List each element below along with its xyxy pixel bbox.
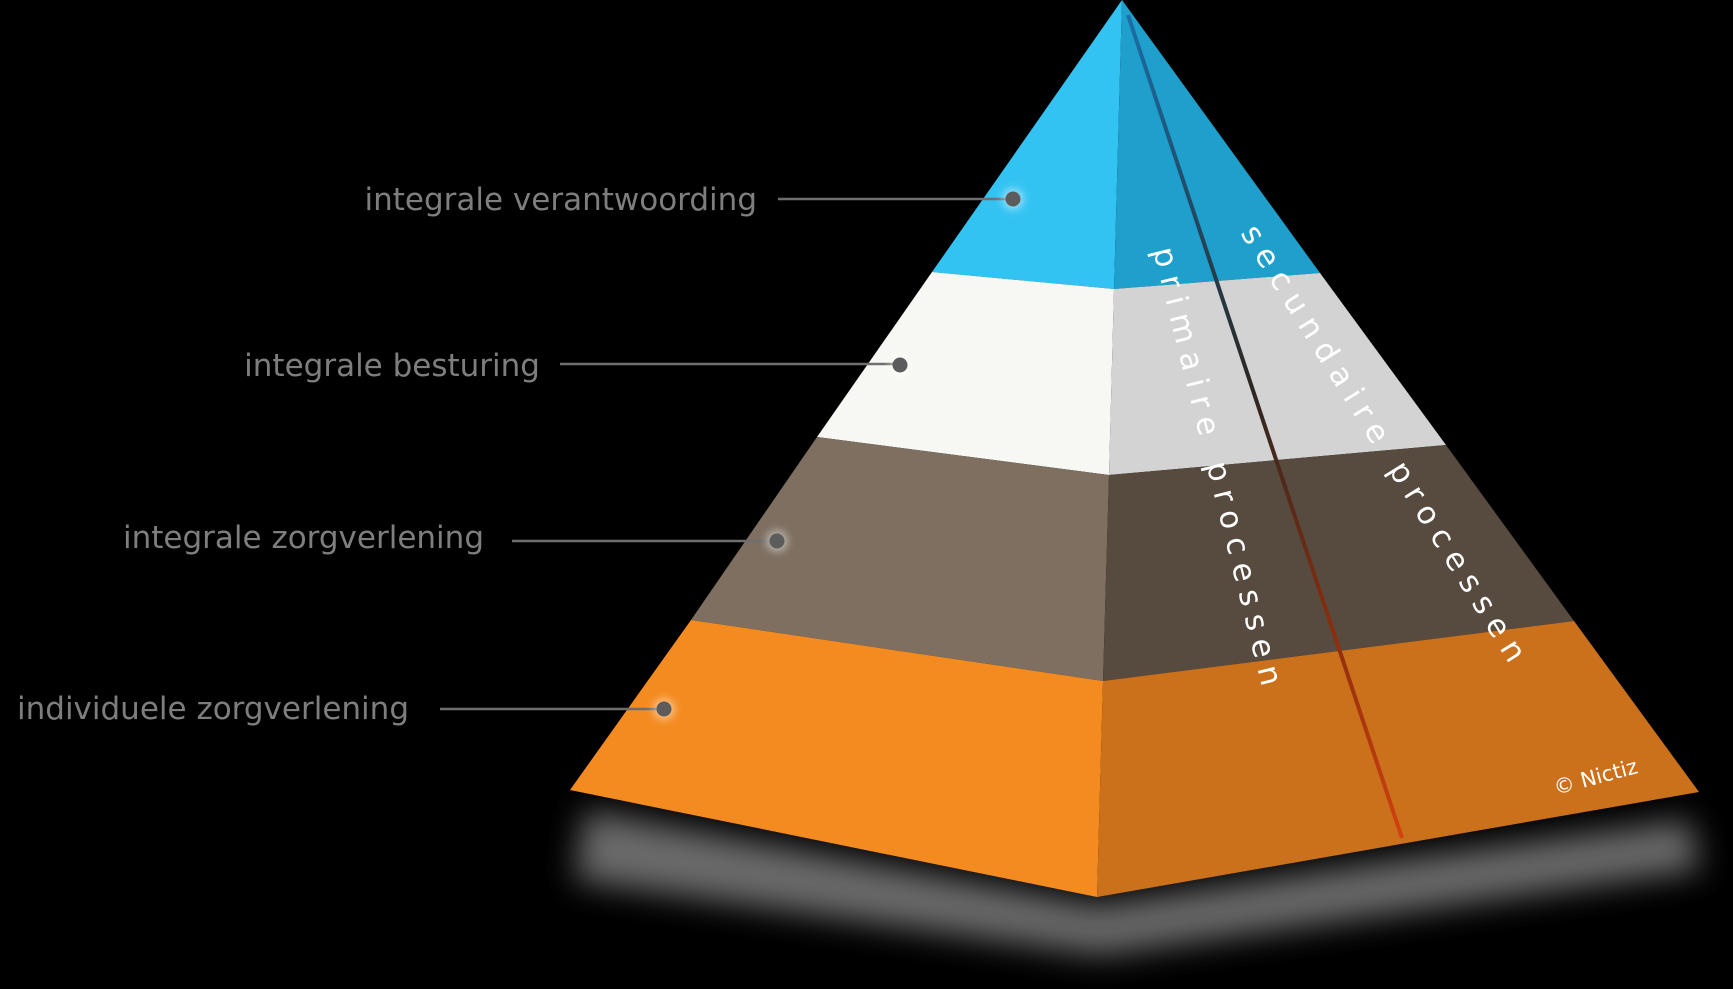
- tier-individueel-side: [1097, 621, 1699, 897]
- leader-dot-zorgverlening: [769, 533, 785, 549]
- tier-zorgverlening-front: [691, 437, 1109, 681]
- leader-dot-verantwoording: [1005, 191, 1021, 207]
- tier-besturing-side: [1109, 273, 1446, 475]
- pyramid-shadow: [575, 810, 1700, 955]
- tier-individueel-front: [570, 620, 1103, 897]
- leader-dot-individueel: [656, 701, 672, 717]
- tier-zorgverlening-side: [1103, 445, 1574, 681]
- leader-dot-besturing: [892, 357, 908, 373]
- tier-top-front: [932, 0, 1122, 289]
- label-integrale-verantwoording: integrale verantwoording: [364, 182, 757, 218]
- label-individuele-zorgverlening: individuele zorgverlening: [17, 691, 409, 727]
- process-divider-line: [1126, 14, 1404, 839]
- tier-top-side: [1114, 0, 1320, 289]
- tier-besturing-front: [817, 272, 1114, 475]
- label-integrale-besturing: integrale besturing: [244, 348, 540, 384]
- label-integrale-zorgverlening: integrale zorgverlening: [123, 520, 484, 556]
